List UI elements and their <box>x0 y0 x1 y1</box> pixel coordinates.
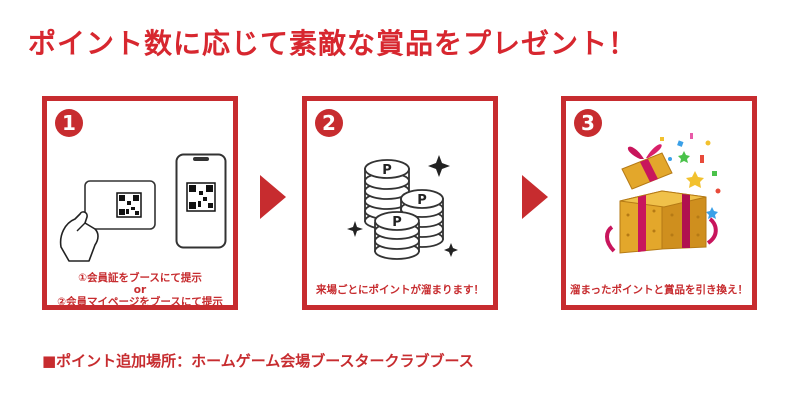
arrow-right-icon <box>522 175 548 219</box>
step-3-panel: 3 <box>561 96 757 310</box>
coin-letter: P <box>382 163 392 178</box>
step-3-caption: 溜まったポイントと賞品を引き換え！ <box>569 284 749 296</box>
arrow-right-icon <box>260 175 286 219</box>
gift-box-icon <box>605 133 721 254</box>
member-card-icon <box>59 180 156 262</box>
step-1-number-badge: 1 <box>55 109 83 137</box>
step-2-caption: 来場ごとにポイントが溜まります！ <box>316 284 484 296</box>
step-1-caption-line-1: ①会員証をブースにて提示 <box>78 272 202 284</box>
step-1-panel: 1 ①会員証をブースにて提示 or ②会員マイページをブースにて提示 <box>42 96 238 310</box>
coin-letter: P <box>417 193 427 208</box>
step-1-caption-line-2: or <box>133 284 147 296</box>
smartphone-icon <box>175 153 227 249</box>
step-1-caption-line-3: ②会員マイページをブースにて提示 <box>57 296 223 308</box>
point-location-note: ■ポイント追加場所：ホームゲーム会場ブースタークラブブース <box>42 352 474 370</box>
step-3-number-badge: 3 <box>574 109 602 137</box>
page-title: ポイント数に応じて素敵な賞品をプレゼント！ <box>28 27 638 60</box>
coin-letter: P <box>392 215 402 230</box>
step-2-panel: 2 P P P <box>302 96 498 310</box>
step-2-number-badge: 2 <box>315 109 343 137</box>
coin-stack-icon: P P P <box>347 155 458 260</box>
